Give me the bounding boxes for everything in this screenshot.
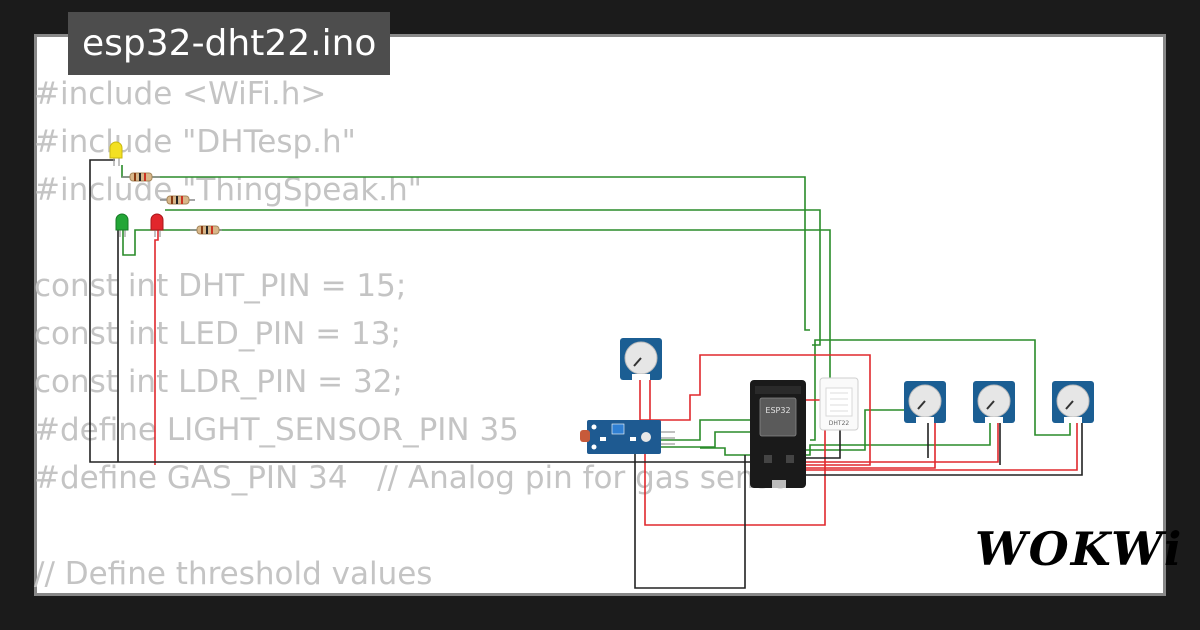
wire-red (805, 420, 936, 469)
resistor[interactable] (122, 172, 160, 182)
wire-black (89, 159, 750, 463)
esp32-label: ESP32 (765, 406, 790, 415)
code-preview: #include <WiFi.h> #include "DHTesp.h" #i… (34, 70, 803, 598)
light-sensor-module[interactable] (580, 420, 675, 454)
code-line: #define LIGHT_SENSOR_PIN 35 (34, 412, 519, 448)
wire-black (805, 420, 1083, 476)
diagram-canvas (34, 34, 1166, 596)
code-line: const int LDR_PIN = 32; (34, 364, 403, 400)
project-filename[interactable]: esp32-dht22.ino (68, 12, 391, 75)
dht22-label: DHT22 (829, 420, 850, 427)
wire-green (810, 339, 1071, 441)
wire-black (634, 440, 746, 589)
wire-green (660, 419, 750, 441)
led-yellow[interactable] (109, 141, 123, 166)
wire-green (660, 431, 750, 448)
wire-red (805, 420, 999, 463)
wire-red (644, 399, 826, 526)
wokwi-logo: WOKWi (975, 522, 1184, 576)
potentiometer[interactable] (1052, 381, 1094, 423)
wire-green (700, 447, 750, 456)
led-green[interactable] (115, 213, 129, 237)
code-line: // Define threshold values (34, 556, 433, 592)
code-line: #include "DHTesp.h" (34, 124, 356, 160)
code-line: #include "ThingSpeak.h" (34, 172, 423, 208)
wire-green (805, 420, 991, 456)
led-red[interactable] (150, 213, 164, 237)
wire-green (121, 165, 810, 331)
potentiometer[interactable] (904, 381, 946, 423)
resistor[interactable] (190, 225, 222, 235)
code-line: const int LED_PIN = 13; (34, 316, 401, 352)
wire-red (154, 230, 159, 465)
dht22-sensor[interactable]: DHT22 (819, 377, 859, 431)
potentiometer[interactable] (973, 381, 1015, 423)
potentiometer[interactable] (620, 338, 662, 380)
wire-green (122, 225, 831, 390)
wire-red (805, 420, 1078, 471)
code-line: #include <WiFi.h> (34, 76, 327, 112)
resistor[interactable] (160, 195, 195, 205)
code-line: const int DHT_PIN = 15; (34, 268, 407, 304)
wire-green (165, 209, 821, 346)
esp32-board[interactable]: ESP32 (750, 380, 806, 488)
